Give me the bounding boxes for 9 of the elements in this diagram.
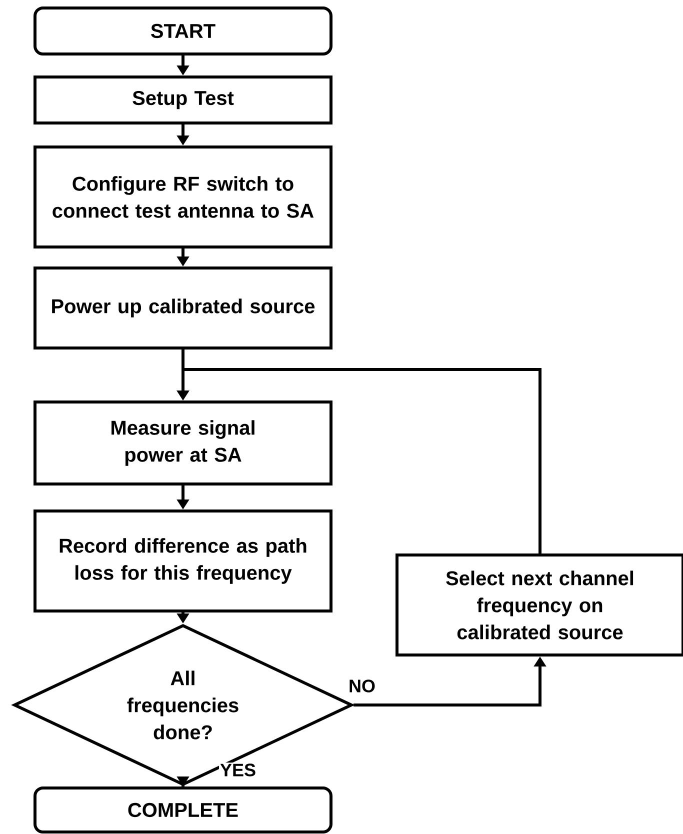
terminal-box: START: [34, 6, 332, 56]
process-box: Power up calibrated source: [34, 266, 332, 350]
process-box: Select next channel frequency on calibrated source: [396, 554, 683, 656]
process-box: Configure RF switch to connect test antenna to SA: [34, 146, 332, 248]
process-box: Measure signal power at SA: [34, 400, 332, 486]
process-box: Setup Test: [34, 76, 332, 124]
process-box: Record difference as path loss for this frequency: [34, 510, 332, 612]
edge-label: YES: [219, 762, 257, 778]
terminal-box: COMPLETE: [34, 786, 332, 834]
